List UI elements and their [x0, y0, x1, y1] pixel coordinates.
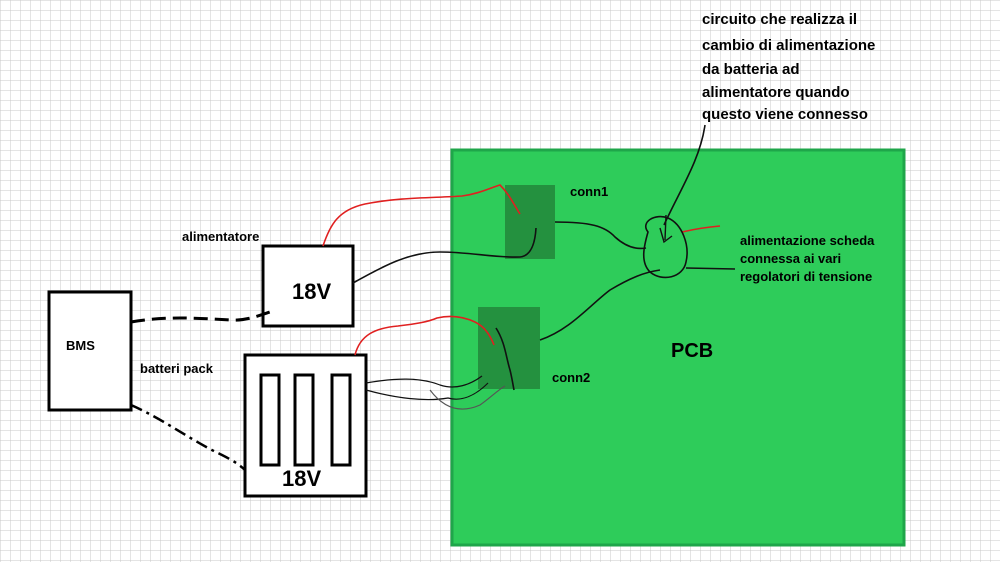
- switch-red-stub: [681, 225, 721, 233]
- annotation-right-line-1: alimentazione scheda: [740, 233, 875, 248]
- conn2-label: conn2: [552, 370, 590, 385]
- connector-2: [478, 307, 540, 389]
- bms-to-psu-link: [130, 310, 271, 324]
- battery-voltage-label: 18V: [282, 466, 321, 491]
- conn1-to-switch-wire: [554, 221, 647, 250]
- battery-cell-2: [293, 373, 315, 467]
- switch-to-board-wire: [685, 267, 736, 270]
- battery-negative-wire-b: [365, 382, 489, 401]
- conn2-inner-wire: [495, 327, 515, 391]
- psu-negative-wire: [352, 227, 537, 284]
- conn2-to-switch-wire: [539, 269, 661, 341]
- annotation-top-line-4: alimentatore quando: [702, 84, 850, 101]
- bms-label: BMS: [66, 338, 95, 353]
- annotation-right-line-2: connessa ai vari: [740, 251, 841, 266]
- psu-label: alimentatore: [182, 229, 259, 244]
- bms-to-battery-link: [130, 403, 246, 471]
- pcb-label: PCB: [671, 340, 713, 362]
- battery-cell-1: [259, 373, 281, 467]
- annotation-right-line-3: regolatori di tensione: [740, 269, 872, 284]
- connector-1: [505, 185, 555, 259]
- conn1-label: conn1: [570, 184, 608, 199]
- battery-positive-wire: [354, 315, 495, 356]
- battery-pack-label: batteri pack: [140, 361, 214, 376]
- switch-circuit-blob: [642, 215, 688, 279]
- annotation-pointer-line: [663, 124, 706, 226]
- battery-cell-3: [330, 373, 352, 467]
- psu-voltage-label: 18V: [292, 279, 331, 304]
- psu-box: [261, 244, 355, 328]
- annotation-top-line-1: circuito che realizza il: [702, 11, 857, 28]
- annotation-top-line-5: questo viene connesso: [702, 106, 868, 123]
- bms-box: [47, 290, 133, 412]
- battery-negative-wire-c: [429, 385, 506, 410]
- psu-positive-wire: [322, 184, 521, 247]
- switch-circuit-inner: [659, 214, 673, 244]
- annotation-top-line-2: cambio di alimentazione: [702, 37, 875, 54]
- annotation-top-line-3: da batteria ad: [702, 61, 800, 78]
- battery-negative-wire-a: [365, 375, 483, 388]
